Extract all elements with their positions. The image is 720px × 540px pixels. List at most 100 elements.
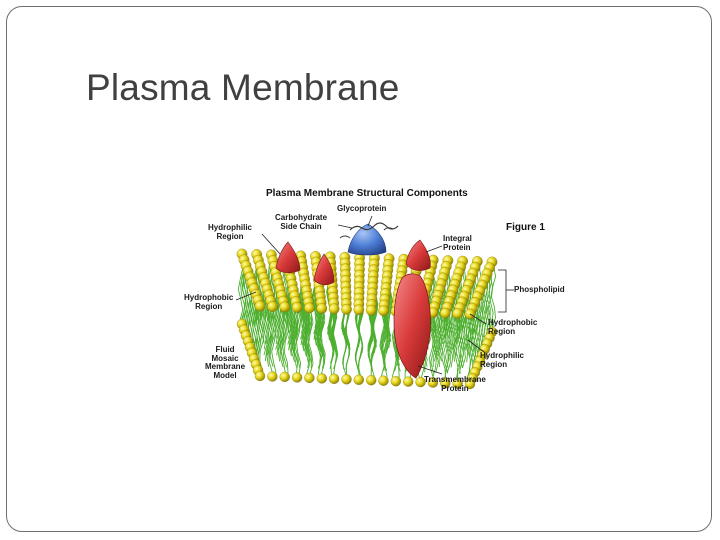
lipid-tail bbox=[448, 305, 454, 368]
lipid-head bbox=[328, 303, 340, 315]
lipid-tail bbox=[293, 311, 299, 374]
membrane-illustration bbox=[235, 215, 514, 390]
lipid-tail bbox=[354, 313, 360, 376]
lipid-head bbox=[279, 301, 291, 313]
lipid-tail bbox=[279, 305, 284, 368]
lipid-tail bbox=[354, 307, 360, 371]
lipid-tail bbox=[280, 310, 286, 373]
lipid-tail bbox=[370, 314, 375, 377]
lipid-head bbox=[304, 372, 315, 384]
lipid-tail bbox=[471, 312, 477, 375]
membrane-proteins bbox=[275, 222, 431, 379]
lipid-tail bbox=[308, 311, 314, 375]
lipid-head bbox=[254, 300, 266, 312]
lipid-head bbox=[341, 303, 352, 315]
lipid-tail bbox=[268, 310, 274, 373]
lipid-head bbox=[267, 301, 278, 312]
lipid-tail bbox=[332, 312, 339, 375]
integral-protein-left bbox=[275, 241, 301, 274]
label-hydrophilic-region-right: Hydrophilic Region bbox=[480, 351, 525, 369]
lipid-head bbox=[440, 377, 451, 389]
integral-protein-middle bbox=[313, 253, 335, 286]
lipid-tail bbox=[458, 311, 464, 374]
label-hydrophobic-region-right: Hydrophobic Region bbox=[488, 318, 538, 336]
integral-protein-right bbox=[405, 239, 431, 271]
label-phospholipid: Phospholipid bbox=[514, 285, 565, 294]
lipid-head bbox=[254, 370, 266, 382]
lipid-tail bbox=[294, 305, 300, 368]
lipid-tail bbox=[345, 313, 351, 376]
lipid-tail bbox=[342, 313, 348, 376]
lipid-tail bbox=[435, 304, 441, 368]
lipid-tail bbox=[446, 311, 451, 374]
lipid-tail bbox=[290, 299, 296, 363]
lipid-tail bbox=[296, 311, 302, 374]
lipid-head bbox=[353, 304, 365, 316]
lipid-tail bbox=[432, 316, 437, 379]
lipid-head bbox=[439, 307, 451, 319]
lipid-head bbox=[267, 371, 278, 382]
figure-number: Figure 1 bbox=[506, 222, 545, 233]
figure-title: Plasma Membrane Structural Components bbox=[266, 188, 468, 199]
lipid-head bbox=[341, 374, 352, 385]
label-leader-lines bbox=[235, 215, 514, 375]
lipid-tail bbox=[456, 317, 462, 380]
lipid-head bbox=[452, 378, 463, 389]
lipid-head bbox=[403, 376, 414, 387]
lipid-tail bbox=[277, 299, 283, 362]
lipid-tail bbox=[357, 313, 363, 376]
lipid-head bbox=[316, 373, 327, 384]
lipid-tail bbox=[283, 310, 289, 373]
membrane-figure: Plasma Membrane Structural Components Fi… bbox=[180, 182, 580, 402]
lipid-head bbox=[390, 376, 402, 387]
lipid-tail bbox=[465, 294, 471, 357]
lipid-tail bbox=[305, 311, 311, 375]
lipid-tail bbox=[317, 312, 323, 375]
lipid-tail bbox=[450, 299, 456, 362]
lipid-head bbox=[427, 377, 439, 388]
lipid-tail bbox=[283, 265, 289, 328]
label-transmembrane-protein: Transmembrane Protein bbox=[424, 375, 486, 393]
carbohydrate-side-chain-lower bbox=[339, 227, 394, 239]
lipid-tail bbox=[468, 317, 475, 381]
lipid-tail bbox=[486, 277, 491, 340]
label-hydrophilic-region-top: Hydrophilic Region bbox=[208, 223, 253, 241]
lipid-tail bbox=[453, 317, 459, 380]
lipid-tail bbox=[289, 294, 295, 357]
label-glycoprotein: Glycoprotein bbox=[337, 204, 387, 213]
lipid-tail bbox=[320, 312, 326, 375]
lower-head-layer bbox=[236, 318, 498, 390]
upper-head-layer bbox=[236, 248, 498, 320]
slide-title: Plasma Membrane bbox=[86, 67, 400, 108]
lipid-tail bbox=[491, 265, 497, 329]
lipid-tail bbox=[488, 271, 494, 334]
carbohydrate-side-chain bbox=[349, 222, 399, 231]
lipid-head bbox=[304, 302, 315, 314]
lipid-head bbox=[316, 303, 328, 314]
lipid-head bbox=[353, 374, 364, 385]
lipid-head bbox=[452, 308, 463, 319]
lipid-head bbox=[279, 371, 290, 383]
lipid-tail bbox=[276, 293, 282, 356]
lipid-head bbox=[464, 378, 476, 390]
lipid-tail bbox=[441, 317, 447, 380]
label-integral-protein: Integral Protein bbox=[443, 234, 472, 252]
lipid-tail bbox=[264, 298, 270, 361]
lipid-tail bbox=[444, 317, 450, 380]
lipid-head bbox=[378, 305, 389, 317]
glycoprotein bbox=[347, 223, 387, 256]
lipid-head bbox=[378, 375, 389, 386]
lipid-tail bbox=[271, 310, 277, 373]
lipid-head bbox=[415, 376, 426, 388]
lipid-head bbox=[328, 373, 340, 384]
lipid-head bbox=[365, 304, 377, 316]
lipid-tail bbox=[291, 305, 297, 368]
lipid-head bbox=[291, 372, 303, 383]
transmembrane-protein bbox=[393, 273, 431, 379]
lipid-tail bbox=[330, 312, 335, 375]
label-carbohydrate-side-chain: Carbohydrate Side Chain bbox=[275, 213, 328, 231]
lipid-tail bbox=[382, 314, 388, 377]
label-fluid-mosaic-model: Fluid Mosaic Membrane Model bbox=[205, 345, 246, 380]
lipid-head bbox=[291, 302, 303, 313]
label-hydrophobic-region-left: Hydrophobic Region bbox=[184, 293, 234, 311]
